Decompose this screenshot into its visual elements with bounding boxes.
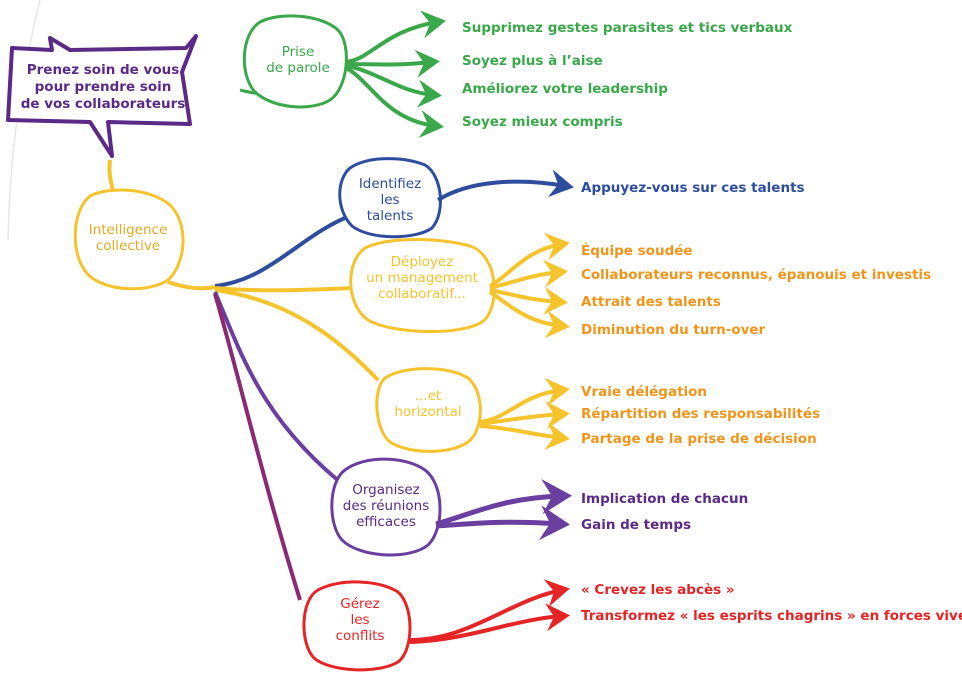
node-reunions-shape [330,457,442,557]
outcome-label: Appuyez-vous sur ces talents [581,180,805,196]
node-identifiez-label: Identifiez les talents [340,176,440,224]
node-horizontal-shape [375,367,482,453]
arrow-prise-1 [345,10,446,64]
node-line: des réunions [342,498,430,514]
connector-yellow-horizontal [214,288,380,382]
outcome-label: Équipe soudée [581,243,693,259]
outcome-label: Supprimez gestes parasites et tics verba… [462,20,793,36]
node-line: les [380,192,400,208]
connector-violet-root [213,291,352,492]
node-conflits-label: Gérez les conflits [310,596,410,644]
node-line: collaboratif... [378,286,466,302]
outcome-label: Améliorez votre leadership [462,81,668,97]
connector-blue-root [214,213,353,288]
node-conflits-shape [302,580,412,672]
arrow-prise-3 [345,64,442,108]
outcome-label: Vraie délégation [581,384,708,400]
callout-text: Prenez soin de vous pour prendre soin de… [14,62,192,113]
arrow-deployez-2 [489,259,568,290]
callout-line: de vos collaborateurs [20,96,186,112]
node-deployez-shape [349,238,496,333]
arrow-reunions-1 [435,479,572,527]
node-reunions-label: Organisez des réunions efficaces [336,482,436,530]
outcome-label: Gain de temps [581,517,692,533]
outcome-label: Attrait des talents [581,294,721,310]
arrow-deployez-4 [488,290,570,339]
outcome-label: Implication de chacun [581,491,749,507]
node-line: Identifiez [358,176,422,192]
node-line: horizontal [394,404,462,420]
arrow-prise-4 [345,66,444,139]
node-line: ...et [414,388,442,404]
node-line: les [350,612,370,628]
node-deployez-label: Déployez un management collaboratif... [352,254,492,302]
node-line: un management [366,270,478,286]
callout-line: pour prendre soin [34,79,172,95]
node-line: Prise [281,44,315,60]
arrow-horizontal-3 [479,422,570,450]
connector-yellow-deployez [214,286,353,293]
arrow-horizontal-2 [479,401,570,429]
outcome-label: Répartition des responsabilités [581,406,821,422]
arrow-horizontal-1 [479,377,570,424]
callout-bubble [6,34,198,158]
outcome-label: Collaborateurs reconnus, épanouis et inv… [581,267,932,283]
root-line: Intelligence [88,222,168,238]
root-node-label: Intelligence collective [78,222,178,254]
node-line: Déployez [390,254,454,270]
root-node-shape [73,188,185,291]
node-prise-shape [242,14,348,109]
arrow-deployez-1 [488,232,570,288]
outcome-label: Soyez plus à l’aise [462,53,603,69]
node-line: talents [366,208,414,224]
arrow-conflits-1 [409,579,570,642]
node-line: Gérez [340,596,380,612]
node-horizontal-label: ...et horizontal [378,388,478,420]
node-line: Organisez [352,482,420,498]
root-line: collective [95,238,161,254]
outcome-label: « Crevez les abcès » [581,582,735,598]
callout-line: Prenez soin de vous [26,62,180,78]
arrow-prise-2 [345,49,440,78]
connector-red-root [213,293,302,601]
arrow-deployez-3 [489,286,568,315]
outcome-label: Partage de la prise de décision [581,431,817,447]
node-prise-label: Prise de parole [248,44,348,76]
node-line: conflits [335,628,385,644]
arrow-reunions-2 [435,505,570,541]
node-line: de parole [266,60,330,76]
outcome-label: Soyez mieux compris [462,114,623,130]
arrow-identifiez-1 [436,169,574,202]
outcome-label: Transformez « les esprits chagrins » en … [581,608,962,624]
outcome-label: Diminution du turn-over [581,322,766,338]
root-tail [167,280,216,291]
arrow-conflits-2 [409,603,570,644]
node-line: efficaces [356,514,416,530]
node-identifiez-shape [338,157,442,239]
